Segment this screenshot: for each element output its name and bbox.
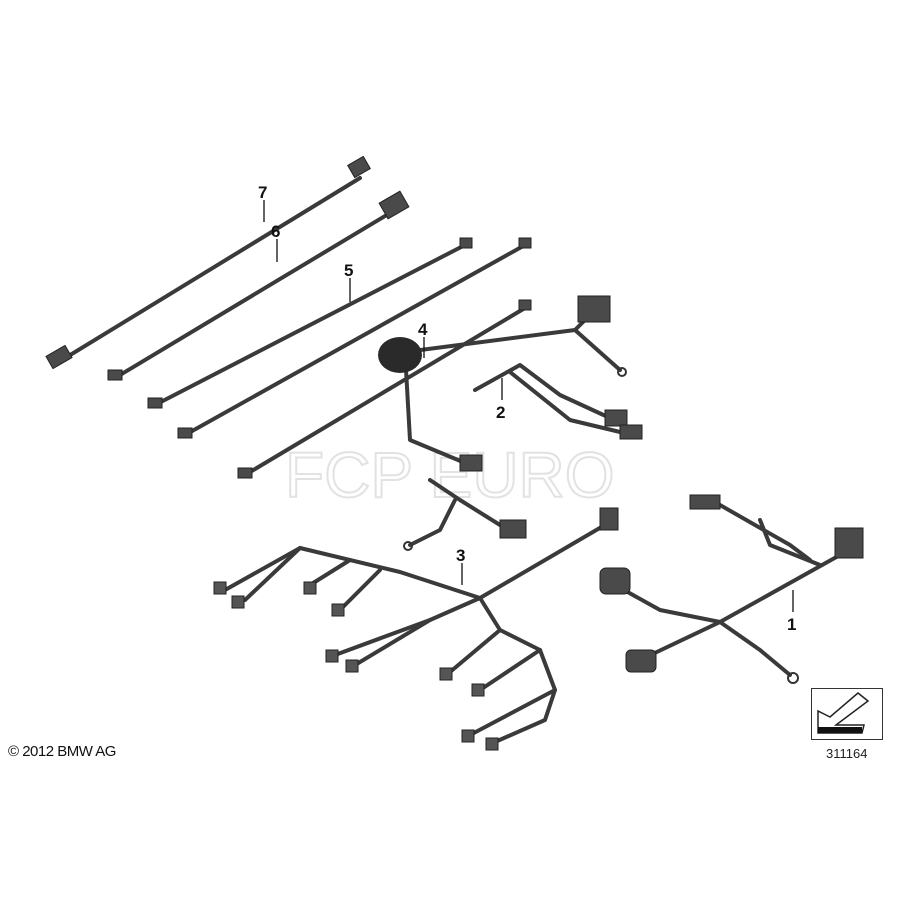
cable-6: [107, 190, 410, 381]
callout-4: 4: [418, 320, 428, 339]
callout-6: 6: [271, 222, 280, 241]
cable-3: [213, 507, 619, 751]
cable-4: [237, 299, 532, 479]
diagram-number: 311164: [826, 746, 868, 761]
callout-5: 5: [344, 261, 353, 280]
view-direction-icon: [811, 688, 883, 740]
callout-3: 3: [456, 546, 465, 565]
watermark: FCP EURO: [285, 439, 615, 511]
copyright: © 2012 BMW AG: [8, 743, 116, 760]
cable-1: [599, 494, 864, 684]
callout-1: 1: [787, 615, 796, 634]
callout-2: 2: [496, 403, 505, 422]
cable-2: [378, 295, 643, 551]
callout-7: 7: [258, 183, 267, 202]
cable-5: [147, 237, 532, 439]
cable-7: [45, 155, 371, 370]
